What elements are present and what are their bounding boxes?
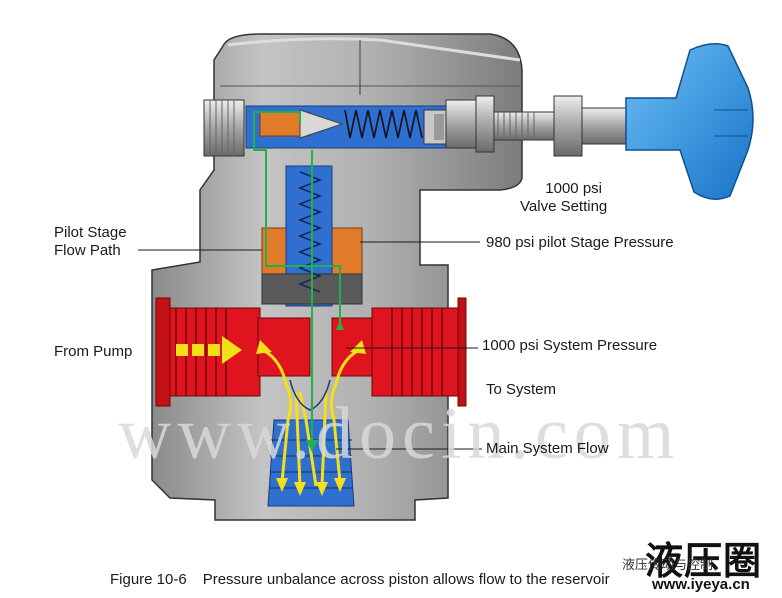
from-pump-label: From Pump [54, 343, 133, 360]
figure-caption-text: Pressure unbalance across piston allows … [202, 571, 610, 588]
leader-lines [138, 241, 482, 450]
figure-number: Figure 10-6 [110, 571, 187, 588]
valve-setting-label: 1000 psi Valve Setting [520, 180, 607, 216]
pilot-stage-flow-line1: Pilot Stage [54, 224, 127, 241]
valve-setting-line1: 1000 psi [545, 180, 602, 197]
pump-flow-arrow-icon [176, 336, 242, 364]
pilot-chamber [245, 105, 447, 149]
system-pressure-label: 1000 psi System Pressure [482, 337, 658, 354]
brand-logo: 液压圈 [645, 539, 763, 583]
adjustment-stem [445, 95, 627, 157]
main-flow-arrows-icon [257, 346, 365, 487]
pilot-stage-flow-label: Pilot Stage Flow Path [54, 224, 127, 260]
pilot-stage-pressure-label: 980 psi pilot Stage Pressure [486, 234, 674, 251]
to-system-label: To System [486, 381, 557, 398]
watermark: www.docin.com [118, 393, 681, 475]
flow-outline-icon [289, 379, 331, 411]
main-system-flow-label: Main System Flow [486, 440, 609, 457]
pilot-stage-flow-line2: Flow Path [54, 242, 121, 259]
pilot-flow-path-icon [253, 111, 341, 440]
adjustment-knob-icon[interactable] [625, 43, 754, 200]
brand-wechat-text: 液压传动与控制 [622, 557, 714, 572]
figure-caption: Figure 10-6 Pressure unbalance across pis… [110, 571, 610, 588]
valve-setting-line2: Valve Setting [520, 198, 608, 215]
flow-arrowheads-icon [256, 340, 366, 496]
brand-url[interactable]: www.iyeya.cn [652, 576, 750, 593]
pilot-plug [203, 99, 245, 157]
